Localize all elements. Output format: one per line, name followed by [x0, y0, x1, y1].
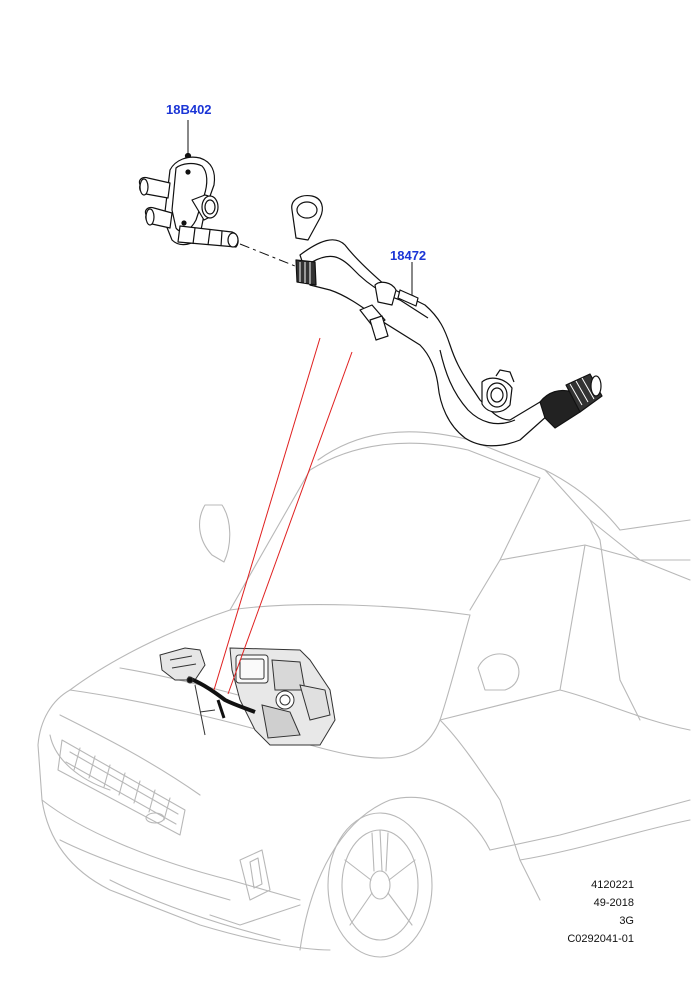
footer-catalog-code: C0292041-01: [567, 933, 634, 945]
footer-variant-code: 3G: [619, 915, 634, 927]
callout-18472[interactable]: 18472: [390, 248, 427, 263]
red-leader-lines: [213, 337, 353, 695]
footer-date-code: 49-2018: [593, 897, 634, 909]
hose-part: [291, 195, 603, 447]
footer-illustration-number: 4120221: [591, 879, 634, 891]
valve-part: [138, 120, 301, 269]
engine-bay-assembly: [159, 647, 336, 746]
callout-18b402[interactable]: 18B402: [166, 102, 212, 117]
vehicle-outline: [37, 431, 691, 958]
